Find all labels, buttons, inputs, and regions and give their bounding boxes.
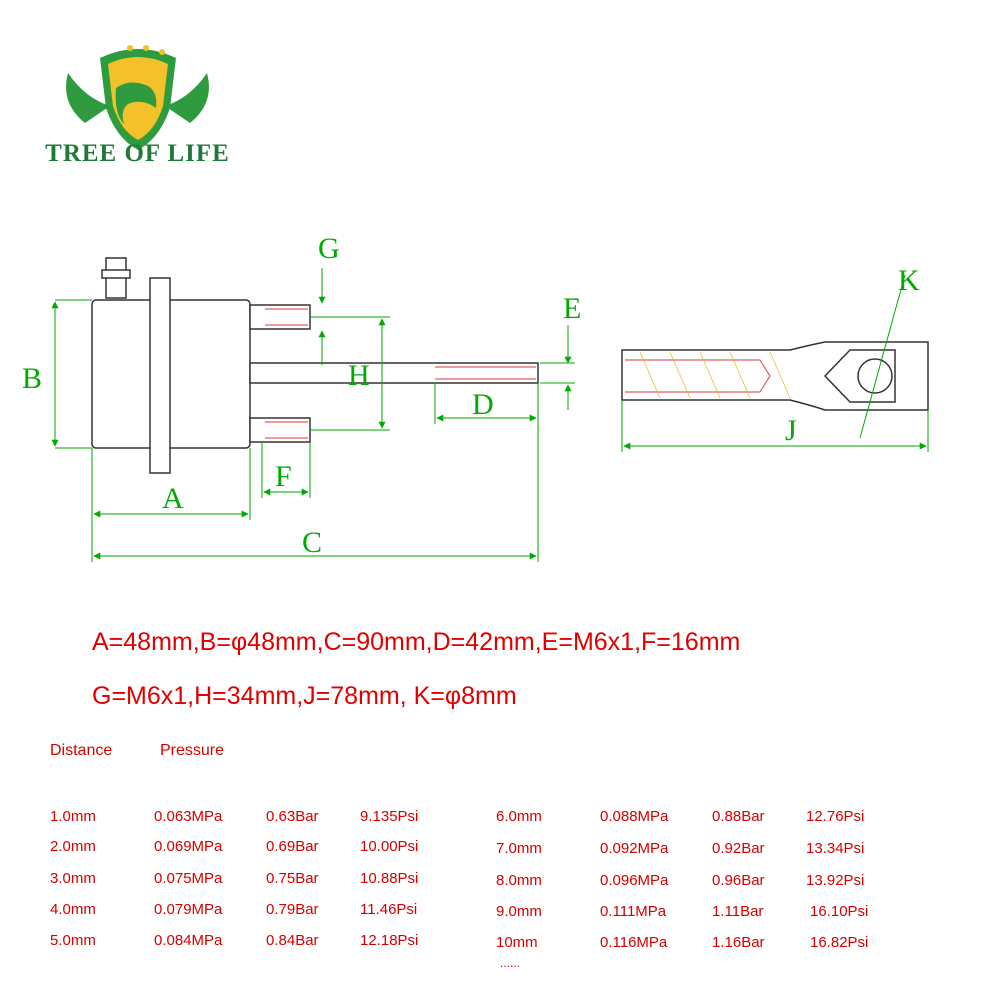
label-e: E bbox=[563, 292, 581, 325]
technical-drawing: B A C F D H G E J K bbox=[22, 232, 929, 562]
brand-name: TREE OF LIFE bbox=[45, 140, 230, 167]
table-ellipsis: ...... bbox=[500, 956, 521, 970]
label-h: H bbox=[348, 359, 370, 392]
label-k: K bbox=[898, 264, 920, 297]
rod-end bbox=[621, 341, 929, 411]
actuator-body bbox=[91, 257, 539, 474]
label-c: C bbox=[302, 526, 322, 559]
label-d: D bbox=[472, 388, 494, 421]
label-b: B bbox=[22, 362, 42, 395]
header-pressure: Pressure bbox=[160, 742, 225, 759]
label-g: G bbox=[318, 232, 340, 265]
dimension-spec-line-2: G=M6x1,H=34mm,J=78mm, K=φ8mm bbox=[92, 682, 517, 710]
label-f: F bbox=[275, 460, 292, 493]
label-a: A bbox=[162, 482, 184, 515]
shield-leaf-logo-icon bbox=[66, 45, 209, 150]
dimension-spec-line-1: A=48mm,B=φ48mm,C=90mm,D=42mm,E=M6x1,F=16… bbox=[92, 628, 741, 656]
header-distance: Distance bbox=[50, 742, 113, 759]
label-j: J bbox=[785, 414, 797, 447]
